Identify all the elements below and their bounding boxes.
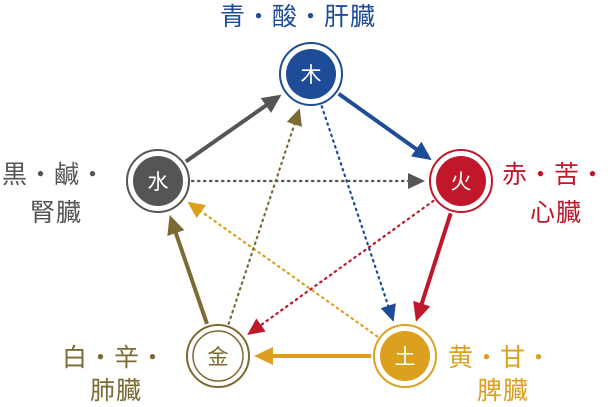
generating-arrow-fire-to-earth	[413, 212, 453, 322]
label-fire-line2: 心臓	[530, 198, 583, 227]
generating-arrow-head	[254, 347, 273, 365]
label-metal-line2: 肺臓	[90, 376, 143, 405]
generating-arrow-shaft	[184, 102, 269, 164]
node-symbol-metal: 金	[208, 345, 229, 369]
node-symbol-water: 水	[148, 170, 169, 194]
node-water: 水	[126, 149, 190, 213]
label-metal-line1: 白・辛・	[62, 343, 167, 372]
label-earth-line2: 脾臓	[477, 376, 530, 405]
controlling-arrow-wood-to-earth	[320, 105, 396, 322]
controlling-arrow-fire-to-metal	[247, 199, 435, 335]
label-water-line1: 黒・鹹・	[2, 160, 107, 189]
node-symbol-fire: 火	[451, 170, 472, 194]
controlling-arrow-head	[247, 318, 266, 335]
generating-arrow-head	[410, 141, 432, 161]
label-water-line2: 腎臓	[30, 198, 83, 227]
generating-arrow-earth-to-metal	[254, 347, 371, 365]
controlling-arrow-shaft	[227, 121, 297, 325]
generating-arrow-shaft	[173, 230, 209, 325]
generating-arrow-head	[167, 215, 185, 236]
label-earth-line1: 黄・甘・	[448, 343, 553, 372]
controlling-arrow-head	[380, 303, 396, 322]
controlling-arrow-head	[286, 108, 302, 127]
node-symbol-earth: 土	[395, 345, 416, 369]
controlling-arrow-earth-to-water	[187, 201, 379, 338]
generating-arrow-metal-to-water	[167, 215, 209, 325]
controlling-arrow-metal-to-wood	[227, 108, 302, 325]
controlling-arrow-shaft	[198, 209, 379, 338]
generating-arrow-head	[413, 300, 431, 322]
generating-arrow-wood-to-fire	[337, 92, 432, 161]
label-fire-line1: 赤・苦・	[502, 160, 607, 189]
generating-arrow-water-to-wood	[184, 94, 282, 164]
controlling-arrow-water-to-fire	[190, 173, 425, 189]
controlling-arrow-head	[408, 173, 425, 189]
label-wood: 青・酸・肝臓	[220, 2, 377, 31]
controlling-arrow-shaft	[320, 105, 390, 309]
controlling-arrow-shaft	[258, 199, 435, 328]
generating-arrow-shaft	[337, 92, 420, 152]
generating-arrow-head	[260, 94, 282, 113]
node-wood: 木	[279, 42, 343, 106]
controlling-arrow-head	[187, 201, 206, 219]
generating-arrow-shaft	[419, 212, 453, 307]
node-fire: 火	[429, 149, 493, 213]
node-symbol-wood: 木	[301, 63, 322, 87]
node-metal: 金	[186, 324, 250, 388]
node-earth: 土	[373, 324, 437, 388]
